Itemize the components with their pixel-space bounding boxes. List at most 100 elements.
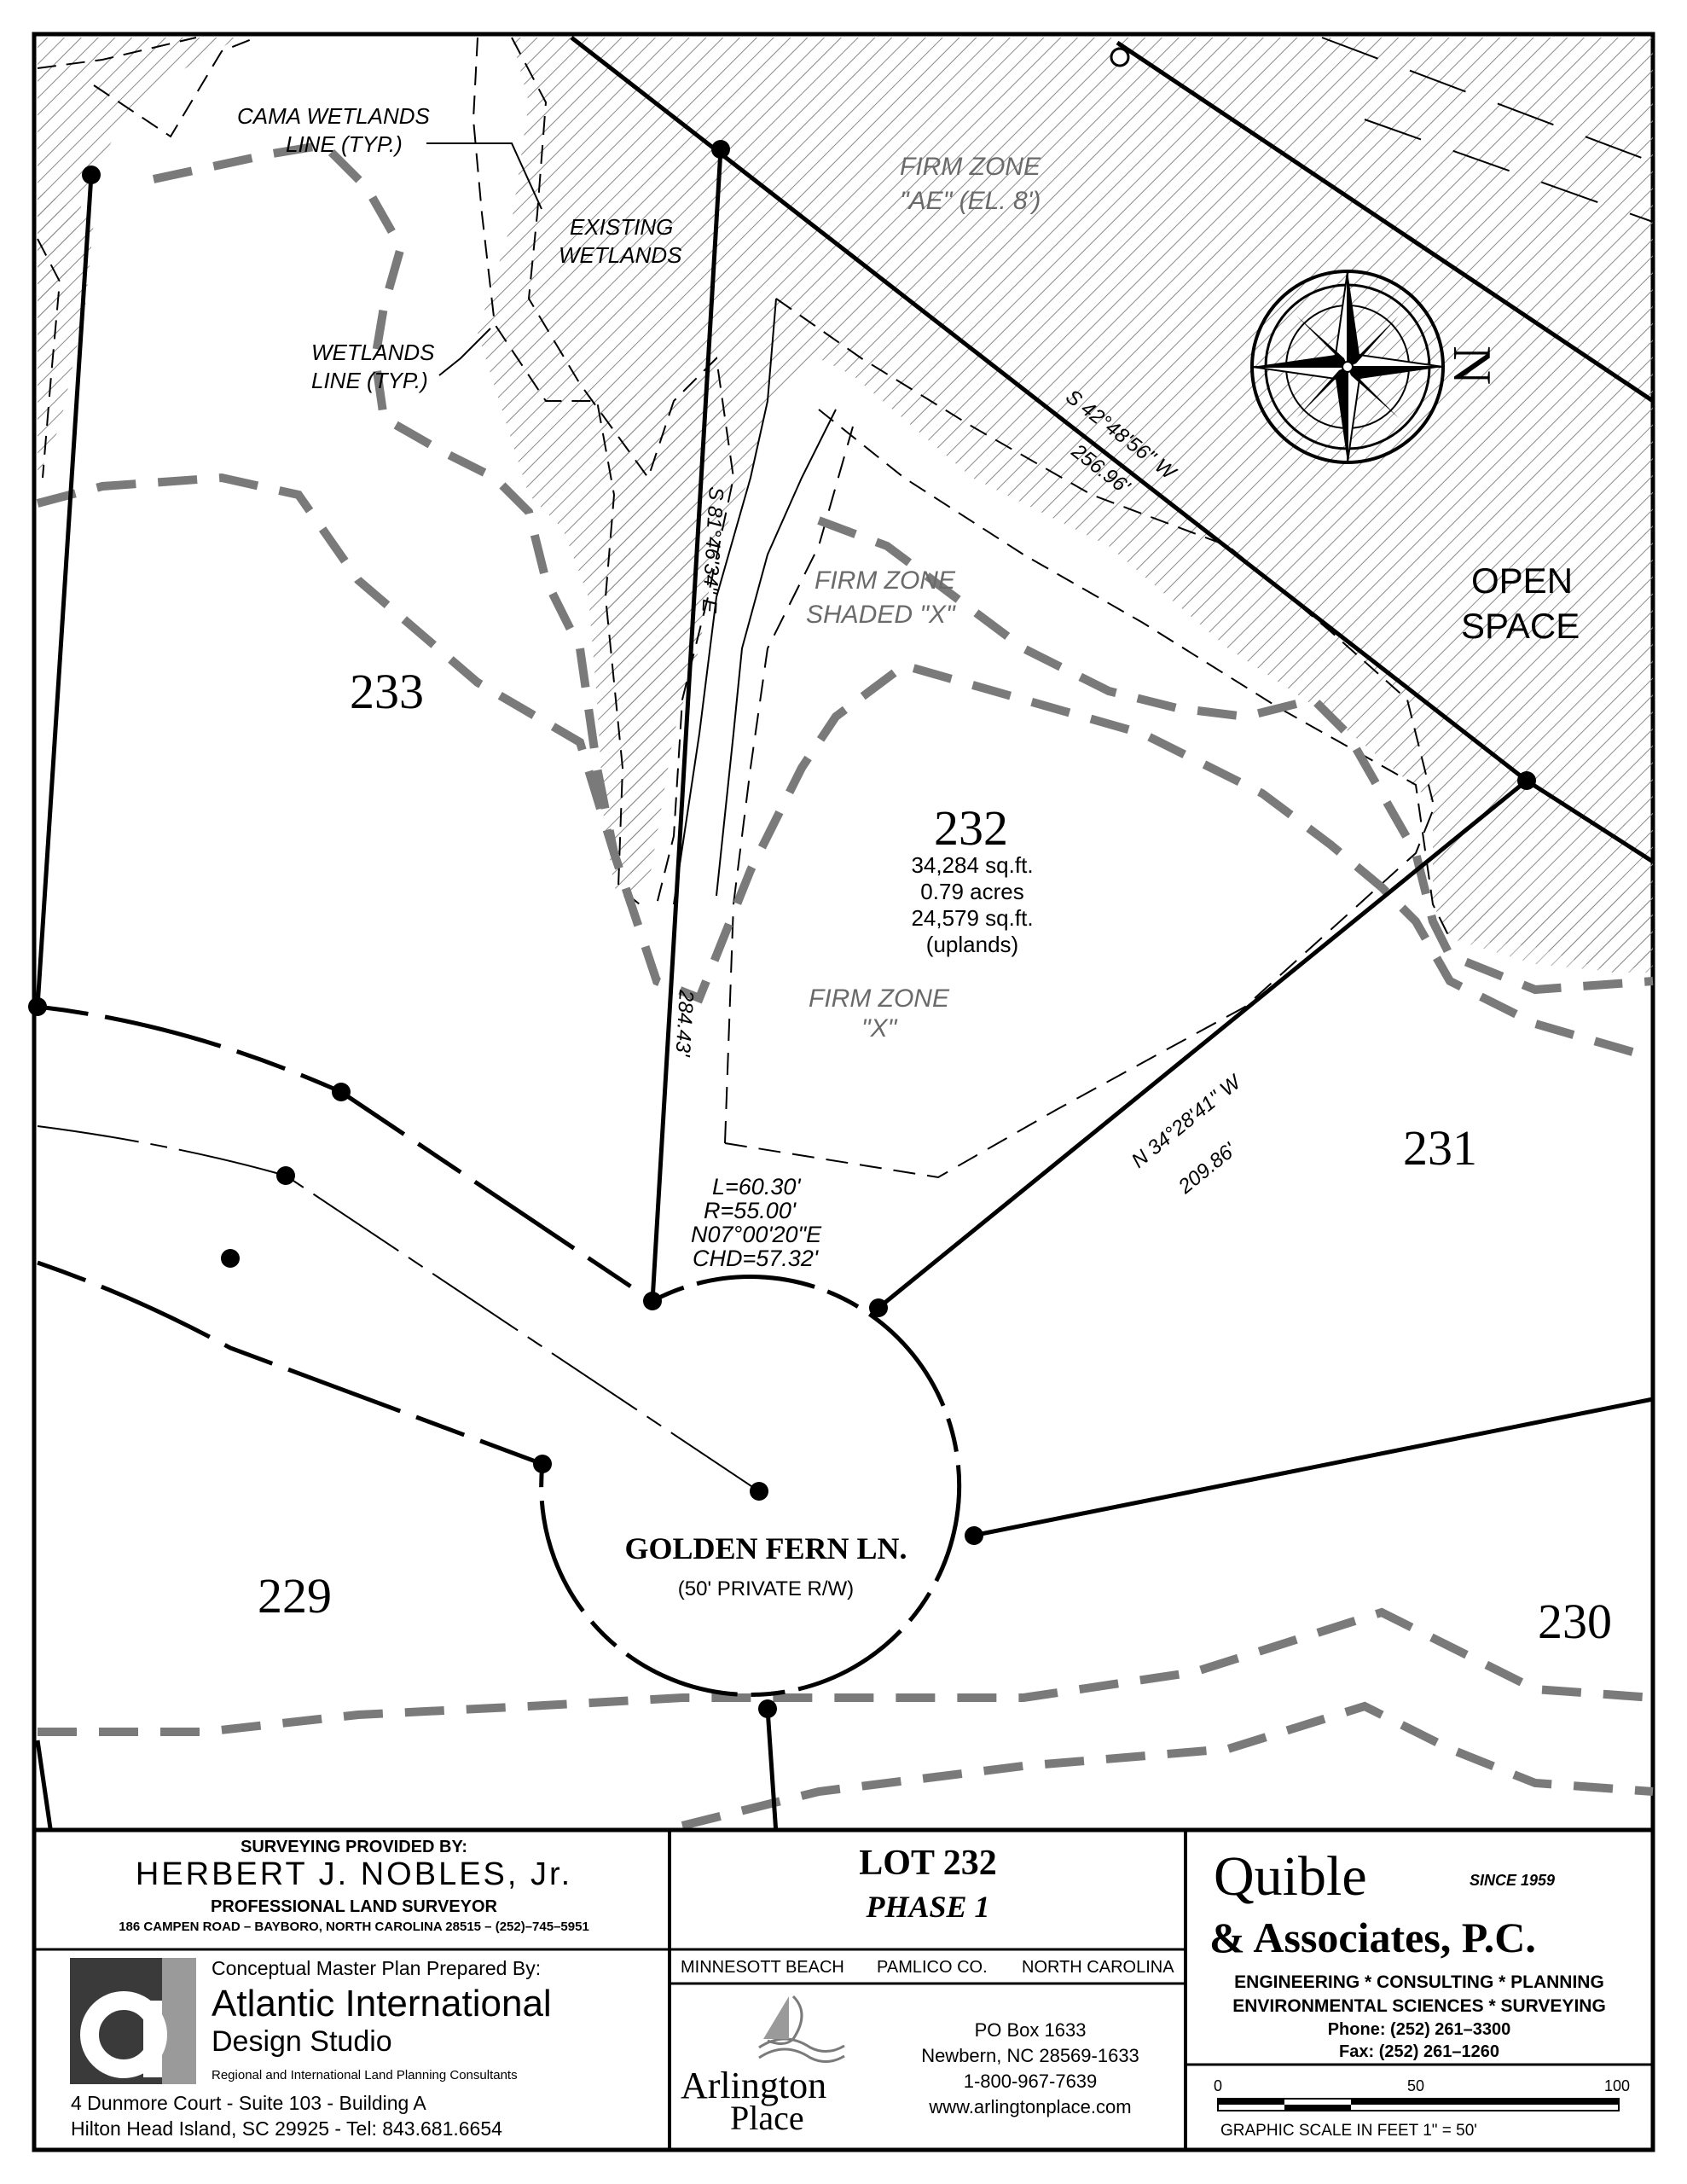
cama-wetlands-label-2: LINE (TYP.)	[286, 131, 403, 157]
title-block-frame	[32, 1827, 1655, 2152]
curve-length: L=60.30'	[712, 1174, 801, 1199]
graphic-scale-bar	[1217, 2098, 1620, 2111]
row-north	[37, 1004, 654, 1304]
cama-wetlands-label: CAMA WETLANDS	[237, 103, 430, 129]
lot-title-panel: LOT 232 PHASE 1	[672, 1834, 1184, 1949]
corner-point	[965, 1526, 983, 1545]
curve-data: L=60.30' R=55.00' N07°00'20"E CHD=57.32'	[691, 1174, 822, 1271]
quible-services-1: ENGINEERING * CONSULTING * PLANNING	[1234, 1972, 1604, 1992]
lot-232-uplands-label: (uplands)	[926, 932, 1018, 957]
surveyor-name: HERBERT J. NOBLES, Jr.	[135, 1856, 573, 1892]
lot-line-229-230	[765, 1708, 779, 1835]
quible-name-1: Quible	[1214, 1845, 1367, 1908]
lot-number-233: 233	[350, 664, 424, 719]
scale-panel: 0 50 100 GRAPHIC SCALE IN FEET 1" = 50'	[1188, 2067, 1650, 2147]
location-strip: MINNESOTT BEACH PAMLICO CO. NORTH CAROLI…	[672, 1951, 1184, 1984]
corner-point	[82, 166, 101, 184]
location-state: NORTH CAROLINA	[1022, 1958, 1174, 1977]
arlington-logo-icon	[758, 1995, 845, 2063]
existing-wetlands-label: EXISTING	[570, 214, 673, 240]
compass-rose-icon	[1250, 270, 1445, 464]
road-right-of-way	[37, 1004, 962, 1697]
wetlands-line-ne	[818, 409, 1451, 939]
distance-se: 209.86'	[1174, 1138, 1241, 1199]
gray-contour-1	[36, 473, 1655, 1062]
firm-zone-labels: FIRM ZONE "AE" (EL. 8') FIRM ZONE SHADED…	[806, 153, 1041, 1043]
gray-contour-lines	[36, 140, 1655, 1830]
corner-point	[869, 1298, 888, 1317]
cama-leader-line	[426, 142, 542, 210]
scale-caption: GRAPHIC SCALE IN FEET 1" = 50'	[1220, 2122, 1477, 2140]
lot-line-west	[35, 174, 94, 1008]
designer-name-2: Design Studio	[212, 2025, 392, 2058]
wetlands-hatch-left-2	[38, 188, 94, 478]
lot-232-uplands-sqft: 24,579 sq.ft.	[911, 905, 1033, 931]
annotation-labels: CAMA WETLANDS LINE (TYP.) EXISTING WETLA…	[237, 103, 682, 393]
lot-232-area-block: 34,284 sq.ft. 0.79 acres 24,579 sq.ft. (…	[911, 852, 1033, 957]
arlington-phone: 1-800-967-7639	[963, 2071, 1098, 2092]
surveyor-heading: SURVEYING PROVIDED BY:	[241, 1838, 467, 1856]
wetlands-leader-line	[438, 328, 491, 376]
open-space-label-1: OPEN	[1471, 561, 1573, 601]
lot-line-232-231	[877, 779, 1528, 1310]
firm-zone-shaded-label: FIRM ZONE	[815, 566, 956, 595]
location-county: PAMLICO CO.	[877, 1958, 988, 1977]
corner-point	[533, 1455, 552, 1473]
corner-point	[332, 1083, 351, 1101]
quible-panel: Quible SINCE 1959 & Associates, P.C. ENG…	[1188, 1834, 1650, 2065]
corner-point	[750, 1482, 768, 1501]
arlington-logo-text-1: Arlington	[681, 2065, 827, 2106]
firm-zone-ae-label: FIRM ZONE	[900, 153, 1041, 181]
corner-point	[711, 140, 730, 159]
road-name-block: GOLDEN FERN LN. (50' PRIVATE R/W)	[624, 1531, 907, 1600]
curve-radius: R=55.00'	[704, 1198, 797, 1223]
quible-phone: Phone: (252) 261–3300	[1327, 2020, 1511, 2039]
row-centerline	[37, 1125, 760, 1492]
open-space-dashed-2	[1321, 37, 1654, 163]
corner-point	[221, 1249, 240, 1268]
road-row-label: (50' PRIVATE R/W)	[678, 1577, 854, 1600]
gray-contour-4	[38, 1607, 1654, 1736]
lot-lines	[35, 36, 1655, 1835]
arlington-logo-text-2: Place	[730, 2099, 804, 2137]
firm-zone-shaded-label-2: SHADED "X"	[806, 601, 956, 629]
firm-zone-x-label: FIRM ZONE	[809, 985, 950, 1013]
wetlands-line-inner-2	[716, 409, 837, 897]
corner-point	[1517, 771, 1536, 790]
wetlands-line-label-2: LINE (TYP.)	[311, 368, 428, 393]
corner-point	[276, 1166, 295, 1185]
arlington-panel: Arlington Place PO Box 1633 Newbern, NC …	[672, 1985, 1184, 2147]
distance-west: 284.43'	[670, 989, 698, 1059]
designer-heading: Conceptual Master Plan Prepared By:	[212, 1957, 542, 1979]
curve-bearing: N07°00'20"E	[691, 1222, 822, 1247]
lot-line-ne-boundary	[570, 36, 1528, 782]
arlington-website: www.arlingtonplace.com	[929, 2096, 1132, 2117]
designer-panel: Conceptual Master Plan Prepared By: Atla…	[38, 1952, 670, 2148]
lot-line-231-230	[971, 1397, 1654, 1538]
arlington-address-2: Newbern, NC 28569-1633	[921, 2045, 1139, 2066]
corner-point	[758, 1699, 777, 1718]
lot-phase: PHASE 1	[866, 1890, 990, 1924]
surveyor-title: PROFESSIONAL LAND SURVEYOR	[211, 1897, 497, 1916]
gray-contour-3	[817, 516, 1654, 995]
scale-tick-100: 100	[1604, 2077, 1631, 2094]
quible-fax: Fax: (252) 261–1260	[1339, 2042, 1499, 2061]
firm-zone-ae-label-2: "AE" (EL. 8')	[900, 187, 1041, 215]
lot-title: LOT 232	[859, 1844, 997, 1883]
open-space-label-2: SPACE	[1461, 606, 1580, 646]
wetlands-hatch-right	[1441, 887, 1653, 973]
lot-232-area-sqft: 34,284 sq.ft.	[911, 852, 1033, 878]
gray-contour-2	[152, 140, 635, 906]
open-space-dashed	[1364, 119, 1654, 223]
atlantic-logo-icon	[70, 1958, 196, 2084]
north-letter: N	[1442, 346, 1503, 385]
lot-number-232: 232	[934, 800, 1008, 856]
property-corners	[28, 140, 1536, 1718]
open-circle-marker	[1110, 47, 1130, 67]
cul-de-sac	[539, 1275, 962, 1697]
cama-wetlands-line-2	[511, 37, 735, 905]
firm-zone-x-label-2: "X"	[861, 1014, 898, 1043]
lot-line-ne-outer	[1116, 40, 1655, 404]
lot-232-area-acres: 0.79 acres	[920, 879, 1023, 904]
